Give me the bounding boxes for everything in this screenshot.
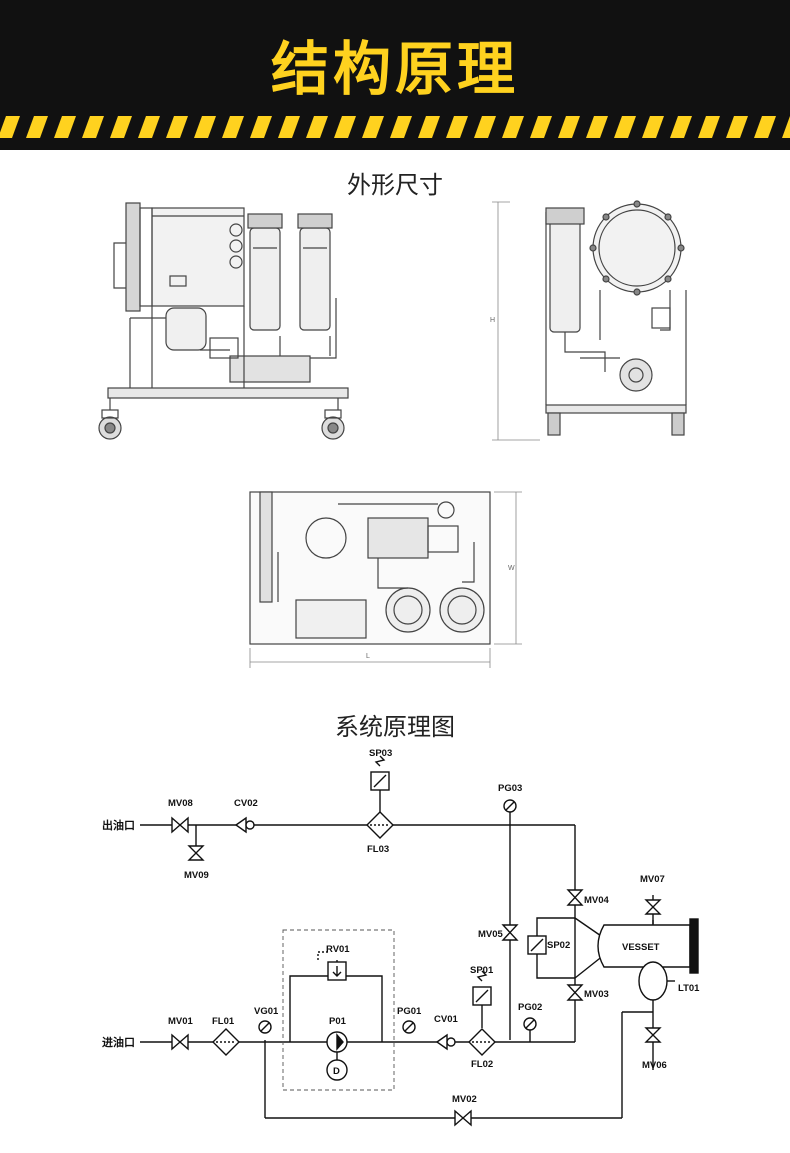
outlet-label: 出油口: [102, 818, 135, 832]
inlet-label: 进油口: [102, 1035, 135, 1049]
mv07-label: MV07: [640, 874, 665, 885]
schematic-section-title: 系统原理图: [335, 713, 455, 741]
vesset-label: VESSET: [622, 942, 660, 953]
mv04-label: MV04: [584, 895, 610, 906]
fl02-label: FL02: [471, 1059, 493, 1070]
sp02-label: SP02: [547, 940, 570, 951]
mv05-label: MV05: [478, 929, 504, 940]
pg01-label: PG01: [397, 1006, 422, 1017]
pg03-label: PG03: [498, 783, 522, 794]
front-view-drawing: [98, 202, 349, 440]
top-width-label: W: [508, 565, 515, 572]
mv01-label: MV01: [168, 1016, 194, 1027]
hazard-stripe: [0, 116, 790, 138]
sp01-label: SP01: [470, 965, 494, 976]
motor-label: D: [333, 1066, 340, 1077]
mv08-label: MV08: [168, 798, 193, 809]
p01-label: P01: [329, 1016, 347, 1027]
pg02-label: PG02: [518, 1002, 542, 1013]
mv09-label: MV09: [184, 870, 209, 881]
lt01-label: LT01: [678, 983, 700, 994]
mv03-label: MV03: [584, 989, 609, 1000]
vg01-label: VG01: [254, 1006, 279, 1017]
fl03-label: FL03: [367, 844, 389, 855]
dimensions-section-title: 外形尺寸: [347, 171, 443, 199]
side-view-drawing: H: [490, 200, 687, 441]
sp03-label: SP03: [369, 748, 392, 759]
cv01-label: CV01: [434, 1014, 458, 1025]
page-title: 结构原理: [270, 35, 519, 103]
cv02-label: CV02: [234, 798, 258, 809]
mv06-label: MV06: [642, 1060, 667, 1071]
system-schematic: 出油口 进油口 MV08 CV02 MV09 SP03 FL03 PG03 MV…: [102, 748, 700, 1127]
top-length-label: L: [366, 653, 370, 660]
mv02-label: MV02: [452, 1094, 477, 1105]
rv01-label: RV01: [326, 944, 350, 955]
side-height-label: H: [490, 317, 495, 324]
fl01-label: FL01: [212, 1016, 235, 1027]
header-banner: 结构原理: [0, 0, 790, 150]
top-view-drawing: L W: [249, 491, 522, 668]
